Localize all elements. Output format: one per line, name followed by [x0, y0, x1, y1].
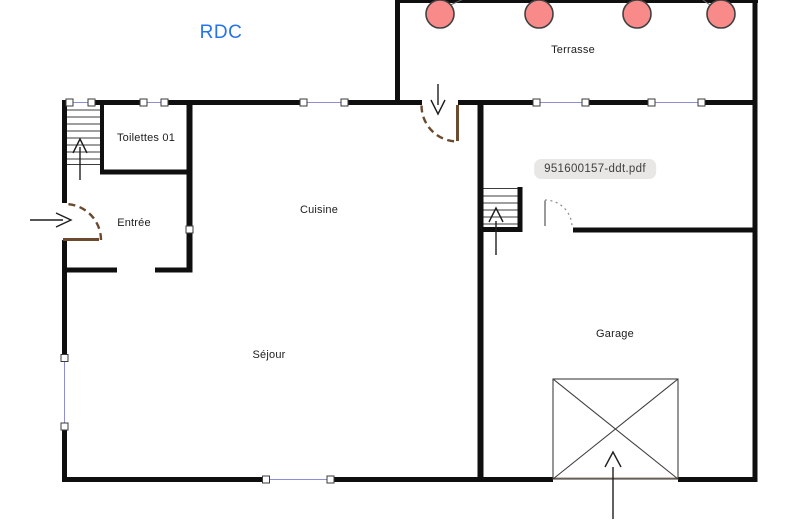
room-label-garage: Garage — [596, 328, 634, 340]
staircase-entry — [67, 103, 100, 165]
post-circle — [524, 0, 554, 29]
floor-title: RDC — [199, 22, 243, 43]
room-label-toilettes: Toilettes 01 — [116, 132, 176, 144]
garage-door-symbol — [552, 378, 679, 480]
room-label-entree: Entrée — [117, 217, 151, 229]
room-label-terrasse: Terrasse — [551, 44, 595, 56]
staircase-garage — [483, 188, 518, 229]
stairs-up-arrow — [72, 137, 88, 180]
room-label-cuisine: Cuisine — [299, 204, 339, 216]
walls — [62, 0, 758, 482]
post-circle — [425, 0, 455, 29]
post-circle — [622, 0, 652, 29]
windows — [60, 98, 706, 484]
post-circle — [706, 0, 736, 29]
terrace-door-arrow — [430, 84, 446, 116]
entry-arrow — [30, 212, 73, 228]
wall-opening-marker — [185, 225, 194, 234]
room-label-sejour: Séjour — [252, 349, 286, 361]
garage-entry-arrow — [604, 450, 622, 519]
garage-stairs-arrow — [488, 206, 504, 255]
terrace-posts — [425, 0, 736, 29]
file-name-chip[interactable]: 951600157-ddt.pdf — [534, 159, 656, 179]
terrace-door — [420, 105, 459, 143]
garage-interior-door — [544, 199, 573, 228]
entry-door — [63, 202, 103, 241]
